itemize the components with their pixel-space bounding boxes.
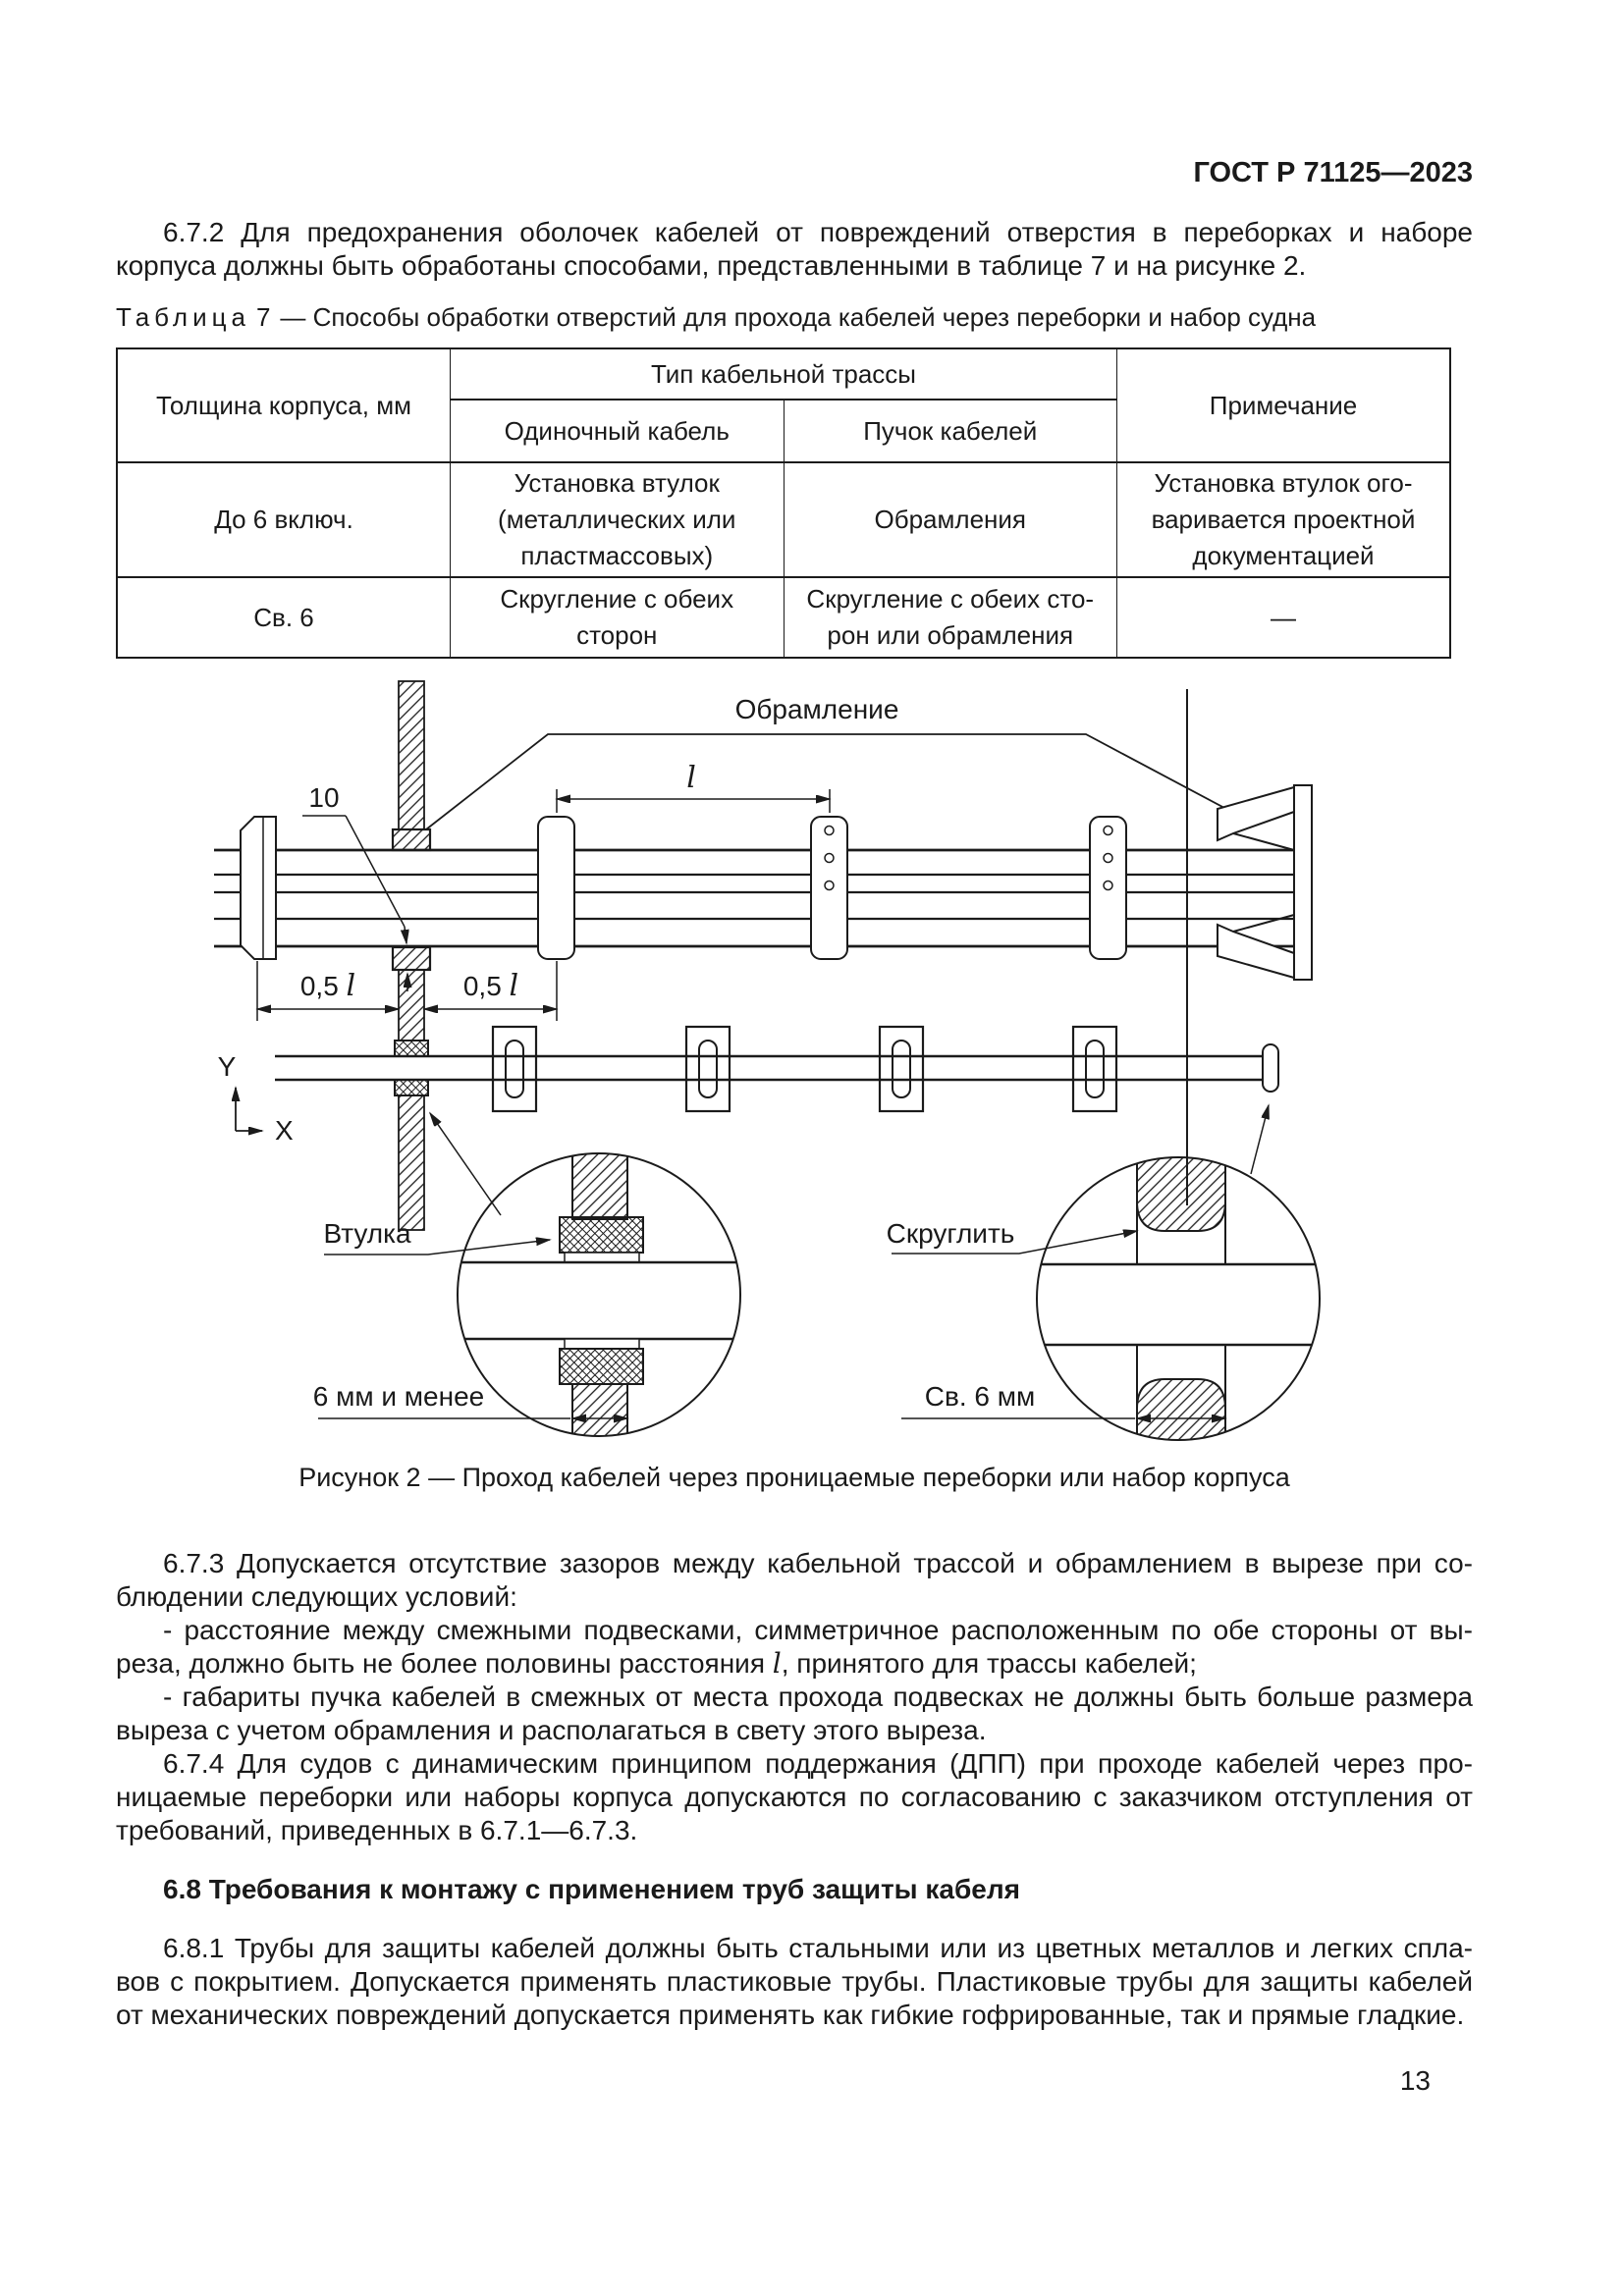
dimension-10-label: 10 bbox=[308, 782, 339, 813]
table-header-cell: Одиночный кабель bbox=[450, 399, 785, 463]
cell-line: сторон bbox=[576, 620, 658, 650]
cable-plan-line bbox=[275, 1054, 1263, 1082]
paragraph-line: - габариты пучка кабелей в смежных от ме… bbox=[163, 1682, 1473, 1712]
over-six-mm-label: Св. 6 мм bbox=[925, 1381, 1036, 1412]
cell-line: Установка втулок bbox=[514, 468, 720, 498]
table-header-cell: Толщина корпуса, мм bbox=[116, 347, 451, 463]
hanger bbox=[537, 816, 575, 960]
table-cell: Установка втулок ого- варивается проектн… bbox=[1116, 461, 1451, 578]
bulkhead-hatch bbox=[391, 680, 432, 1231]
table-caption-text: — Способы обработки отверстий для проход… bbox=[280, 302, 1317, 332]
detail-right: Скруглить Св. 6 мм bbox=[887, 1156, 1321, 1441]
table-7: Толщина корпуса, мм Тип кабельной трассы… bbox=[116, 347, 1451, 659]
paragraph-line: 6.7.2 Для предохранения оболочек кабелей… bbox=[163, 217, 1473, 247]
paragraph-line: корпуса должны быть обработаны способами… bbox=[116, 250, 1307, 281]
section-heading-6-8: 6.8 Требования к монтажу с применением т… bbox=[163, 1874, 1020, 1904]
framing-label: Обрамление bbox=[735, 694, 899, 724]
cell-line: документацией bbox=[1192, 541, 1375, 570]
page-number: 13 bbox=[1399, 2065, 1431, 2096]
paragraph-line: блюдении следующих условий: bbox=[116, 1581, 517, 1612]
paragraph-line: выреза с учетом обрамления и располагать… bbox=[116, 1715, 987, 1745]
table-cell: — bbox=[1116, 576, 1451, 659]
cell-line: варивается проектной bbox=[1151, 505, 1416, 534]
cell-line: пластмассовых) bbox=[520, 541, 714, 570]
paragraph-line: требований, приведенных в 6.7.1—6.7.3. bbox=[116, 1815, 638, 1845]
clip bbox=[1071, 1025, 1118, 1113]
dimension-l-label: l bbox=[686, 761, 696, 795]
table-header-cell: Пучок кабелей bbox=[783, 399, 1117, 463]
clip bbox=[878, 1025, 925, 1113]
framing-block bbox=[391, 945, 432, 972]
paragraph-line: 6.8.1 Трубы для защиты кабелей должны бы… bbox=[163, 1933, 1473, 1963]
table-row: До 6 включ. Установка втулок (металличес… bbox=[116, 461, 1451, 578]
table-cell: Обрамления bbox=[783, 461, 1117, 578]
paragraph-line: от механических повреждений допускается … bbox=[116, 2000, 1465, 2030]
cable-hangers bbox=[240, 816, 1127, 960]
cell-line: (металлических или bbox=[498, 505, 736, 534]
sleeve-block bbox=[394, 1079, 429, 1096]
detail-arrow-left bbox=[430, 1113, 502, 1216]
table-row: Св. 6 Скругление с обеих сторон Скруглен… bbox=[116, 576, 1451, 659]
cell-line: Скругление с обеих сто- bbox=[806, 584, 1095, 614]
cable-clips bbox=[491, 1025, 1118, 1113]
text-body: 6.7.3 Допускается отсутствие зазоров меж… bbox=[116, 1547, 1473, 2032]
table-cell: Скругление с обеих сторон bbox=[450, 576, 785, 659]
paragraph-line: ницаемые переборки или наборы корпуса до… bbox=[116, 1782, 1473, 1812]
dimension-half-l-label: 0,5 l bbox=[300, 969, 355, 1003]
sleeve-label: Втулка bbox=[323, 1218, 410, 1249]
paragraph-line: вов с покрытием. Допускается применять п… bbox=[116, 1966, 1473, 1997]
cable-end-cap bbox=[1262, 1043, 1279, 1093]
figure-caption: Рисунок 2 — Проход кабелей через проница… bbox=[298, 1463, 1290, 1492]
figure-2: Обрамление bbox=[214, 680, 1321, 1441]
dimension-l bbox=[557, 789, 830, 813]
cell-line: Скругление с обеих bbox=[500, 584, 734, 614]
detail-arrow-right bbox=[1250, 1105, 1269, 1175]
wall-bracket bbox=[1217, 784, 1313, 981]
axis-x-label: X bbox=[275, 1115, 294, 1146]
framing-leader-line bbox=[425, 733, 1257, 830]
table-header-cell: Тип кабельной трассы bbox=[450, 347, 1117, 400]
coordinate-axes bbox=[236, 1088, 262, 1131]
round-off-label: Скруглить bbox=[887, 1218, 1015, 1249]
framing-block bbox=[391, 828, 432, 852]
table-cell: До 6 включ. bbox=[116, 461, 451, 578]
six-mm-label: 6 мм и менее bbox=[313, 1381, 484, 1412]
round-off-leader bbox=[892, 1231, 1137, 1255]
cell-line: рон или обрамления bbox=[827, 620, 1074, 650]
table-cell: Установка втулок (металлических или плас… bbox=[450, 461, 785, 578]
paragraph-line: реза, должно быть не более половины расс… bbox=[116, 1647, 1197, 1680]
table-caption-word: Таблица bbox=[116, 302, 250, 332]
cell-line: Установка втулок ого- bbox=[1154, 468, 1413, 498]
dimension-half-l-label: 0,5 l bbox=[463, 969, 518, 1003]
paragraph-6-7-2: 6.7.2 Для предохранения оболочек кабелей… bbox=[116, 216, 1473, 283]
clip bbox=[491, 1025, 538, 1113]
sleeve-block bbox=[394, 1040, 429, 1057]
clip bbox=[684, 1025, 731, 1113]
dimension-10 bbox=[302, 815, 407, 991]
axis-y-label: Y bbox=[218, 1051, 237, 1082]
table-header-cell: Примечание bbox=[1116, 347, 1451, 463]
sleeve-leader bbox=[324, 1240, 550, 1255]
table-caption-number: 7 bbox=[255, 302, 271, 332]
table-cell: Св. 6 bbox=[116, 576, 451, 659]
doc-header: ГОСТ Р 71125—2023 bbox=[1193, 157, 1473, 188]
hanger bbox=[240, 816, 277, 960]
paragraph-line: 6.7.3 Допускается отсутствие зазоров меж… bbox=[163, 1548, 1473, 1578]
cable-bundle bbox=[214, 848, 1294, 948]
table-cell: Скругление с обеих сто- рон или обрамлен… bbox=[783, 576, 1117, 659]
paragraph-line: 6.7.4 Для судов с динамическим принципом… bbox=[163, 1748, 1473, 1779]
dimension-half-l bbox=[257, 961, 557, 1021]
paragraph-line: - расстояние между смежными подвесками, … bbox=[163, 1615, 1473, 1645]
detail-left: Втулка 6 мм и менее bbox=[313, 1152, 741, 1437]
